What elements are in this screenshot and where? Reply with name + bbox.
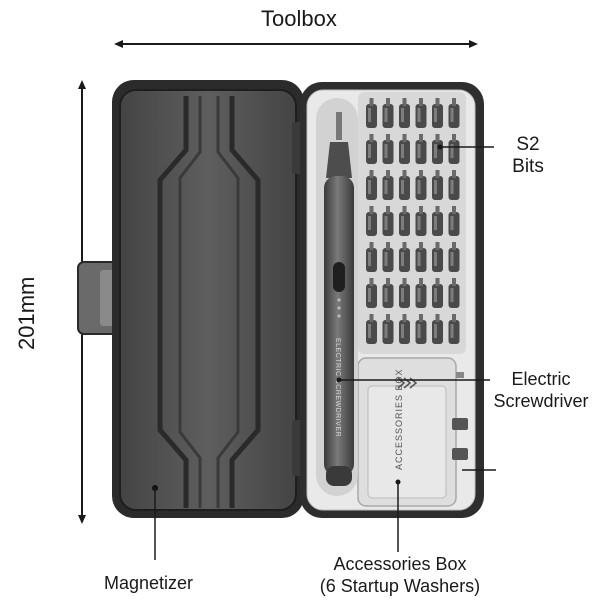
bit <box>432 314 443 344</box>
bit <box>415 242 427 272</box>
toolbox-label: Toolbox <box>261 6 337 31</box>
bit <box>448 242 460 272</box>
bit <box>399 98 410 128</box>
bit <box>448 134 460 164</box>
accessories-box-label: Accessories Box (6 Startup Washers) <box>300 553 500 597</box>
bit <box>366 134 377 164</box>
bit <box>366 278 377 308</box>
bit <box>432 98 443 128</box>
accessories-box-print: ACCESSORIES BOX <box>394 368 404 470</box>
bit <box>448 278 460 308</box>
bit <box>382 170 394 200</box>
bit <box>415 170 427 200</box>
electric-screwdriver-line2: Screwdriver <box>493 391 589 411</box>
s2-bits-line1: S2 <box>516 134 540 155</box>
bit <box>382 206 394 236</box>
bit <box>382 314 394 344</box>
bit <box>366 242 377 272</box>
bit <box>432 278 443 308</box>
bit <box>382 278 394 308</box>
bit <box>448 98 460 128</box>
bit <box>366 314 377 344</box>
bit <box>415 98 427 128</box>
bit <box>432 170 443 200</box>
electric-screwdriver-label: Electric Screwdriver <box>482 368 600 412</box>
magnetizer-label: Magnetizer <box>104 573 194 593</box>
bit <box>366 170 377 200</box>
case-tray: ACCESSORIES BOX ELECTRIC SCREWDRIVER <box>300 82 484 518</box>
electric-screwdriver-line1: Electric <box>511 369 571 389</box>
bit <box>415 278 427 308</box>
accessories-box-line1: Accessories Box <box>333 554 467 574</box>
bit <box>399 170 410 200</box>
bit <box>448 206 460 236</box>
bit <box>382 242 394 272</box>
length-label: 201mm <box>14 276 39 350</box>
case-lid <box>77 80 304 518</box>
bit <box>432 242 443 272</box>
bit <box>399 134 410 164</box>
electric-screwdriver: ELECTRIC SCREWDRIVER <box>324 112 354 486</box>
bit <box>415 134 427 164</box>
screwdriver-print: ELECTRIC SCREWDRIVER <box>334 338 341 437</box>
s2-bits-line2: Bits <box>512 156 544 177</box>
bit <box>366 206 377 236</box>
bit <box>415 314 427 344</box>
bits-grid <box>366 98 460 344</box>
bit <box>415 206 427 236</box>
bit <box>382 98 394 128</box>
bit <box>382 134 394 164</box>
bit <box>448 170 460 200</box>
bit <box>399 242 410 272</box>
s2-bits-label: S2 Bits <box>498 134 558 178</box>
accessories-box-line2: (6 Startup Washers) <box>319 576 481 596</box>
bit <box>366 98 377 128</box>
bit <box>448 314 460 344</box>
bit <box>432 206 443 236</box>
bit <box>399 314 410 344</box>
bit <box>399 206 410 236</box>
bit <box>399 278 410 308</box>
